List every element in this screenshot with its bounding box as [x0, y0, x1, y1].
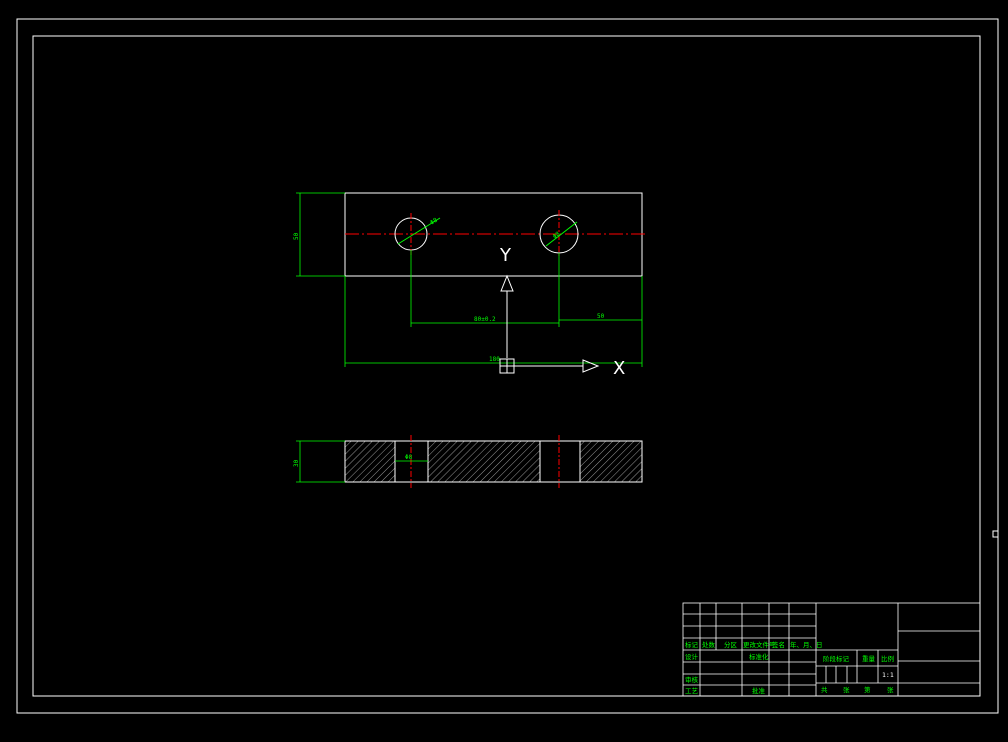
section-view: 30 Φ8	[293, 435, 643, 488]
dim-height-label: 50	[293, 232, 300, 240]
dim-offset-label: 50	[597, 313, 605, 320]
hole-left-dia-label: Φ8	[429, 217, 439, 227]
ucs-y-arrow	[500, 274, 514, 292]
tb-hdr-zone: 分区	[724, 640, 738, 649]
border-notch	[992, 530, 998, 538]
section-hatch-1	[345, 441, 395, 482]
section-hatch-3	[580, 441, 642, 482]
dim-spacing-label: 80±0.2	[474, 316, 496, 323]
tb-stage-mark: 阶段标记	[823, 654, 850, 663]
title-block	[682, 602, 981, 697]
section-view-outline	[344, 440, 643, 483]
hole-right-dia-label: Φ8	[552, 230, 562, 240]
tb-hdr-change: 更改文件号	[743, 640, 776, 649]
outer-border	[16, 18, 999, 714]
tb-scale-value: 1:1	[882, 671, 894, 679]
dim-overall-label: 180	[489, 356, 500, 363]
tb-scale: 比例	[881, 654, 894, 663]
tb-sheet: 第	[864, 685, 871, 694]
tb-outer	[682, 602, 981, 697]
tb-hdr-date: 年、月、日	[790, 640, 823, 649]
ucs-y-label: Y	[499, 245, 512, 266]
tb-hdr-sign: 签名	[772, 640, 785, 649]
tb-sheet-unit: 张	[887, 685, 894, 694]
tb-total-unit: 张	[843, 685, 850, 694]
tb-hdr-count: 处数	[702, 640, 716, 649]
top-view: Φ8 Φ8 50 80±0.2 50 180	[293, 192, 648, 367]
section-hole-label: Φ8	[405, 454, 413, 461]
inner-border	[32, 35, 981, 697]
tb-hdr-mark: 标记	[685, 640, 699, 649]
section-hatch-2	[428, 441, 540, 482]
tb-approve: 批准	[752, 686, 766, 695]
tb-review: 审核	[685, 675, 699, 684]
tb-design: 设计	[685, 652, 699, 661]
section-thickness-label: 30	[293, 459, 300, 467]
ucs-icon: Y X	[499, 245, 625, 379]
tb-total: 共	[821, 685, 828, 694]
tb-weight: 重量	[862, 655, 876, 663]
tb-standard: 标准化	[749, 652, 769, 661]
hole-left-dia-leader	[397, 217, 441, 245]
ucs-x-label: X	[613, 358, 625, 379]
tb-process: 工艺	[685, 687, 699, 695]
hole-right-dia-leader	[545, 221, 578, 247]
ucs-x-arrow	[582, 359, 600, 373]
title-block-text: 标记 处数 分区 更改文件号 签名 年、月、日 设计 标准化 审核 工艺 批准 …	[685, 640, 894, 695]
